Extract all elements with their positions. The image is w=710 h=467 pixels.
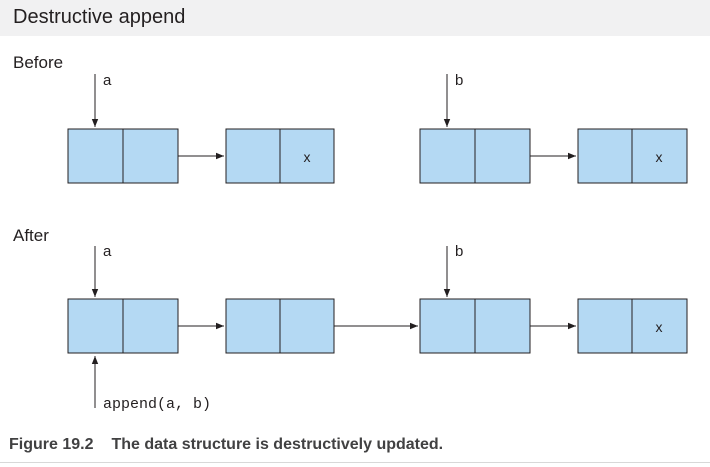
before-label: Before — [13, 53, 64, 72]
caption-text: The data structure is destructively upda… — [111, 436, 444, 453]
figure-number: Figure 19.2 — [9, 436, 94, 453]
node-value: x — [656, 319, 663, 335]
after-row: a b x append(a, b) — [67, 243, 688, 413]
pointer-b-label: b — [455, 72, 463, 89]
list-node — [225, 298, 335, 354]
caption-rule — [0, 462, 710, 463]
list-node: x — [577, 128, 688, 184]
list-node — [67, 298, 179, 354]
node-value: x — [304, 149, 311, 165]
node-value: x — [656, 149, 663, 165]
after-label: After — [13, 226, 49, 245]
title-band — [0, 0, 710, 36]
pointer-a-label: a — [103, 243, 112, 260]
list-node — [419, 298, 531, 354]
list-node — [419, 128, 531, 184]
pointer-b-label: b — [455, 243, 463, 260]
diagram-title: Destructive append — [13, 6, 186, 28]
list-node: x — [225, 128, 335, 184]
figure-caption: Figure 19.2 The data structure is destruc… — [9, 436, 443, 454]
append-call-label: append(a, b) — [103, 396, 211, 413]
pointer-a-label: a — [103, 72, 112, 89]
list-node — [67, 128, 179, 184]
before-row: a x b x — [67, 72, 688, 184]
list-node: x — [577, 298, 688, 354]
